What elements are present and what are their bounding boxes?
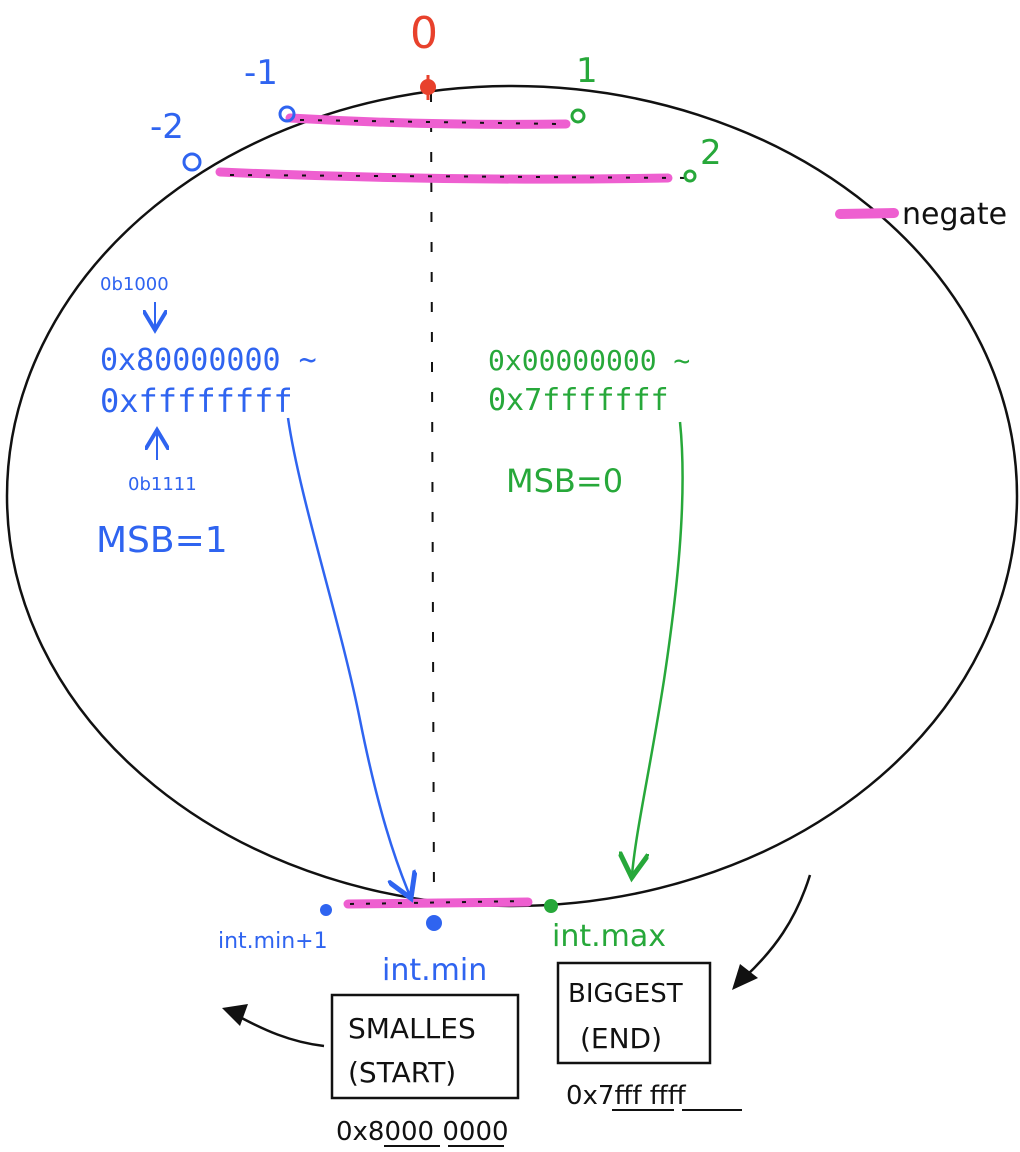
pos-one-point (570, 108, 586, 124)
negate-bar-bottom-dots (349, 900, 526, 905)
legend-swatch (835, 208, 899, 219)
neg-two-label: -2 (150, 107, 184, 147)
smallest-line1: SMALLES (348, 1012, 476, 1045)
negate-bar-two (215, 167, 673, 184)
neg-two-point (182, 152, 202, 172)
biggest-pointer-arrowhead (732, 964, 758, 990)
smallest-line2: (START) (348, 1056, 456, 1089)
pos-range-start: 0x00000000 ~ (488, 344, 690, 377)
neg-one-point (278, 105, 296, 123)
neg-bits-top: 0b1000 (100, 274, 169, 295)
neg-msb: MSB=1 (96, 520, 228, 561)
biggest-pointer-arrow (743, 874, 812, 979)
pos-msb: MSB=0 (506, 462, 623, 500)
int-min-plus-one-point (320, 904, 332, 916)
pos-range-arrow (632, 421, 684, 875)
int-max-label: int.max (552, 919, 666, 954)
neg-range-start: 0x80000000 ~ (100, 343, 317, 378)
pos-one-label: 1 (576, 51, 598, 91)
neg-range-end: 0xffffffff (100, 382, 293, 420)
int-min-label: int.min (382, 953, 487, 988)
neg-range-arrow (286, 417, 410, 896)
biggest-line1: BIGGEST (568, 979, 683, 1009)
int-min-plus-one-label: int.min+1 (218, 929, 328, 954)
smallest-pointer-arrow (235, 1013, 325, 1048)
pos-two-point (683, 169, 697, 183)
negate-bar-one-dots (299, 119, 561, 125)
biggest-value: 0x7fff ffff (566, 1081, 687, 1111)
biggest-line2: (END) (580, 1022, 662, 1055)
neg-bits-bottom: 0b1111 (128, 474, 197, 495)
legend-label: negate (902, 197, 1007, 232)
pos-range-end: 0x7fffffff (488, 383, 669, 418)
smallest-value: 0x8000 0000 (336, 1117, 509, 1147)
neg-one-label: -1 (244, 53, 278, 93)
smallest-box (330, 993, 520, 1100)
negate-bar-one (285, 113, 571, 129)
center-dashed-axis (430, 91, 435, 906)
smallest-pointer-arrowhead (222, 1004, 248, 1026)
pos-two-label: 2 (700, 133, 722, 173)
biggest-box (556, 961, 712, 1065)
int-max-point (544, 899, 558, 913)
negate-bar-bottom (343, 897, 533, 909)
int-min-point (426, 915, 442, 931)
zero-label: 0 (410, 8, 438, 59)
